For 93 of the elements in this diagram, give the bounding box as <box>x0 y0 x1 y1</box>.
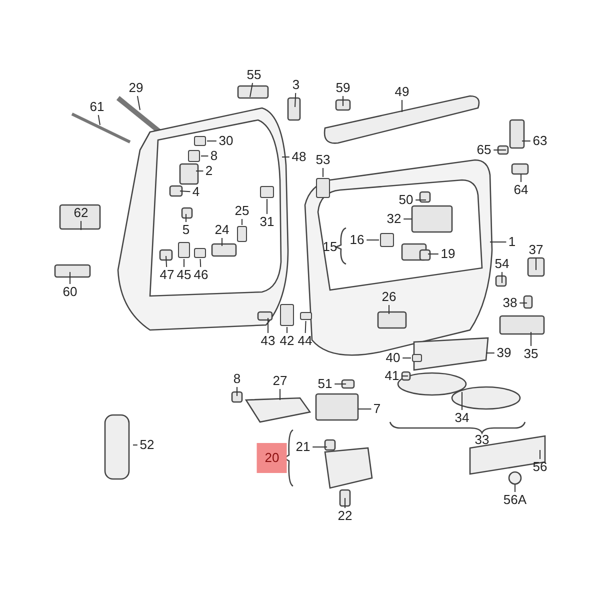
callout-number: 8 <box>233 372 241 386</box>
callout-number: 45 <box>176 268 192 282</box>
callout-number: 40 <box>386 351 400 365</box>
part-drawing <box>260 186 274 198</box>
callout-number: 48 <box>292 150 306 164</box>
callout-number: 38 <box>502 296 518 310</box>
leader-line <box>312 446 328 448</box>
part-drawing <box>237 226 247 242</box>
leader-line <box>136 96 140 110</box>
callout-number: 55 <box>246 68 262 82</box>
leader-line <box>486 352 495 354</box>
callout-number: 37 <box>528 243 544 257</box>
callout-number: 31 <box>260 215 274 229</box>
part-drawing <box>300 312 312 320</box>
callout-number: 64 <box>514 183 528 197</box>
callout-number: 24 <box>214 223 230 237</box>
leader-line <box>358 408 372 410</box>
callout-number: 35 <box>524 347 538 361</box>
callout-number: 52 <box>140 438 154 452</box>
callout-number: 34 <box>454 411 470 425</box>
leader-line <box>294 92 296 108</box>
callout-number: 56A <box>503 493 527 507</box>
callout-number: 2 <box>205 164 213 178</box>
callout-number: 27 <box>272 374 288 388</box>
callout-number: 3 <box>292 78 300 92</box>
part-drawing <box>194 248 206 258</box>
callout-number: 4 <box>192 185 200 199</box>
leader-line <box>180 190 191 192</box>
callout-number: 47 <box>160 268 174 282</box>
callout-number: 29 <box>128 81 144 95</box>
callout-number: 16 <box>350 233 364 247</box>
callout-number: 59 <box>336 81 350 95</box>
part-drawing <box>380 233 394 247</box>
callout-number: 63 <box>532 134 548 148</box>
callout-number: 43 <box>260 334 276 348</box>
part-drawing <box>316 178 330 198</box>
leader-line <box>132 444 138 446</box>
callout-number: 30 <box>218 134 234 148</box>
leader-line <box>522 140 531 142</box>
leader-line <box>80 220 82 230</box>
leader-line <box>403 218 412 220</box>
callout-number: 7 <box>373 402 381 416</box>
callout-number: 56 <box>532 460 548 474</box>
callout-number: 15 <box>322 240 338 254</box>
callout-number: 51 <box>318 377 332 391</box>
leader-line <box>519 302 528 304</box>
part-drawing <box>412 354 422 362</box>
callout-number: 44 <box>298 334 312 348</box>
callout-number: 53 <box>316 153 330 167</box>
callout-number: 39 <box>496 346 512 360</box>
leader-line <box>196 170 204 172</box>
leader-line <box>388 304 390 314</box>
leader-line <box>98 114 100 126</box>
leader-line <box>304 320 306 334</box>
leader-line <box>520 174 522 182</box>
callout-number: 54 <box>494 257 510 271</box>
leader-line <box>322 168 324 178</box>
callout-number: 22 <box>338 509 352 523</box>
callout-number: 61 <box>90 100 104 114</box>
leader-line <box>206 140 217 142</box>
callout-number: 65 <box>476 143 492 157</box>
leader-line <box>344 498 346 508</box>
callout-number: 25 <box>234 204 250 218</box>
callout-number: 41 <box>384 369 400 383</box>
part-drawing <box>188 150 200 162</box>
callout-number: 20 <box>256 443 288 473</box>
leader-line <box>200 258 202 268</box>
part-drawing <box>194 136 206 146</box>
callout-number: 60 <box>62 285 78 299</box>
callout-number: 19 <box>440 247 456 261</box>
callout-number: 21 <box>296 440 310 454</box>
callout-number: 42 <box>280 334 294 348</box>
callout-number: 50 <box>398 193 414 207</box>
callout-number: 32 <box>386 212 402 226</box>
leader-line <box>266 198 268 214</box>
callout-number: 26 <box>382 290 396 304</box>
leader-line <box>530 332 532 346</box>
part-drawing <box>178 242 190 258</box>
leader-line <box>250 82 254 98</box>
callout-number: 8 <box>210 149 218 163</box>
callout-number: 33 <box>474 433 490 447</box>
leader-line <box>286 326 288 334</box>
leader-line <box>236 386 238 396</box>
callout-number: 5 <box>182 223 190 237</box>
part-drawing <box>280 304 294 326</box>
callout-number: 46 <box>194 268 208 282</box>
callout-number: 49 <box>394 85 410 99</box>
leader-line <box>166 256 168 268</box>
callout-number: 1 <box>508 235 516 249</box>
callout-number: 62 <box>74 206 88 220</box>
leader-line <box>342 96 344 106</box>
leader-line <box>514 484 516 492</box>
leader-line <box>282 156 290 158</box>
